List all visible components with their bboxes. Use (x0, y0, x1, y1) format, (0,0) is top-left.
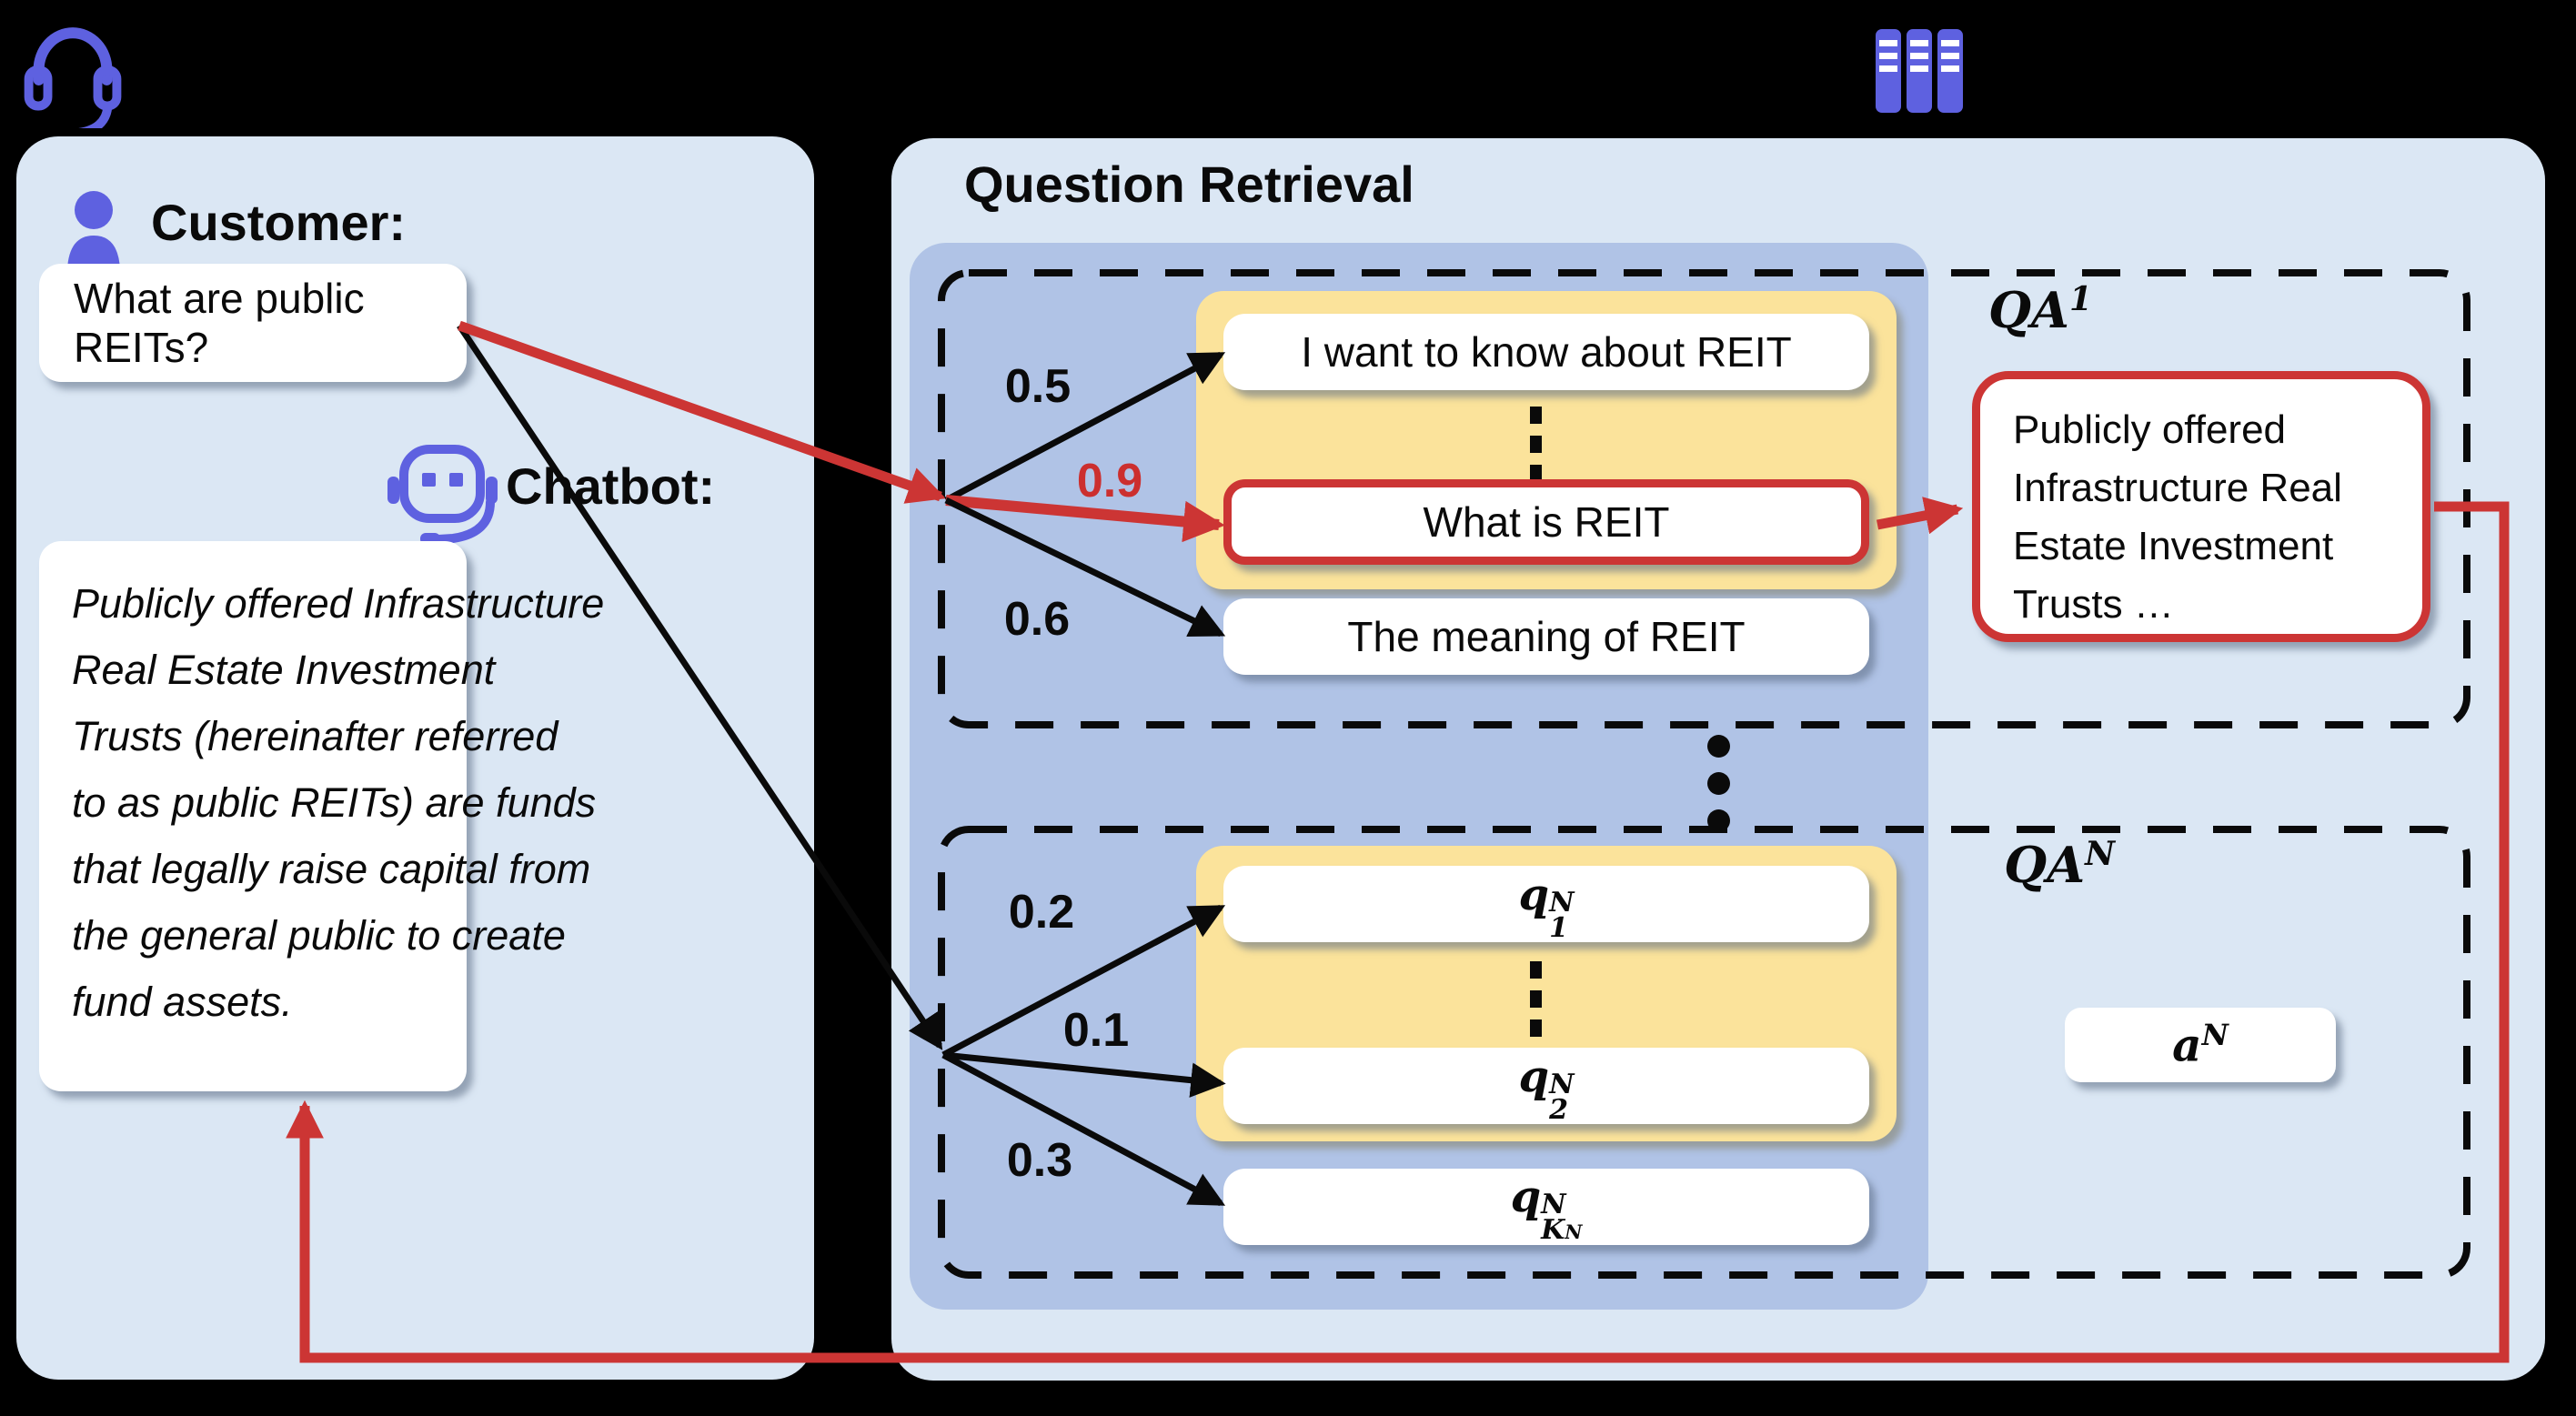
qaN-label: QAN (2004, 835, 2115, 894)
qa1-question-1-text: I want to know about REIT (1301, 328, 1792, 376)
qa1-matched-question-box: What is REIT (1223, 479, 1869, 565)
qaN-answer-text: aN (2172, 1018, 2229, 1072)
chatbot-answer-line: the general public to create (72, 912, 566, 959)
qa1-matched-question-text: What is REIT (1423, 498, 1670, 546)
vertical-ellipsis-icon (1530, 407, 1542, 482)
chatbot-answer-text: Publicly offered Infrastructure Real Est… (72, 570, 605, 1035)
score-qa1-3: 0.6 (1003, 593, 1071, 646)
qa1-answer-text: Publicly offered Infrastructure Real Est… (2013, 407, 2342, 627)
chatbot-answer-line: Real Estate Investment (72, 647, 496, 693)
qa1-question-3-text: The meaning of REIT (1347, 613, 1746, 660)
chatbot-answer-line: Publicly offered Infrastructure (72, 580, 605, 627)
conversation-panel: Customer: What are public REITs? Chatbot… (16, 136, 814, 1380)
chatbot-answer-box: Publicly offered Infrastructure Real Est… (39, 541, 605, 1091)
score-qa1-1: 0.5 (1004, 360, 1072, 413)
qa1-answer-box: Publicly offered Infrastructure Real Est… (1972, 371, 2430, 642)
qa1-question-1-box: I want to know about REIT (1223, 314, 1869, 390)
score-qaN-2: 0.1 (1062, 1004, 1130, 1057)
chatbot-answer-line: Trusts (hereinafter referred (72, 713, 558, 759)
question-retrieval-title: Question Retrieval (964, 156, 1414, 213)
chatbot-answer-line: to as public REITs) are funds (72, 779, 597, 826)
score-qa1-2: 0.9 (1076, 455, 1143, 507)
customer-question-text: What are public REITs? (74, 275, 365, 371)
chatbot-robot-icon (387, 445, 498, 545)
knowledge-base-books-icon (1876, 29, 1963, 113)
qa-groups-ellipsis-icon (1707, 735, 1730, 832)
qa1-label: QA1 (1988, 280, 2092, 339)
score-qaN-3: 0.3 (1006, 1134, 1073, 1187)
qa1-question-3-box: The meaning of REIT (1223, 598, 1869, 675)
chatbot-answer-line: that legally raise capital from (72, 846, 591, 892)
chatbot-answer-line: fund assets. (72, 979, 293, 1025)
qaN-answer-box: aN (2065, 1008, 2336, 1082)
headset-icon (24, 27, 122, 128)
vertical-ellipsis-icon (1530, 961, 1542, 1037)
chatbot-label: Chatbot: (506, 457, 716, 515)
customer-question-box: What are public REITs? (39, 264, 467, 382)
customer-label: Customer: (151, 194, 407, 251)
score-qaN-1: 0.2 (1008, 886, 1075, 939)
